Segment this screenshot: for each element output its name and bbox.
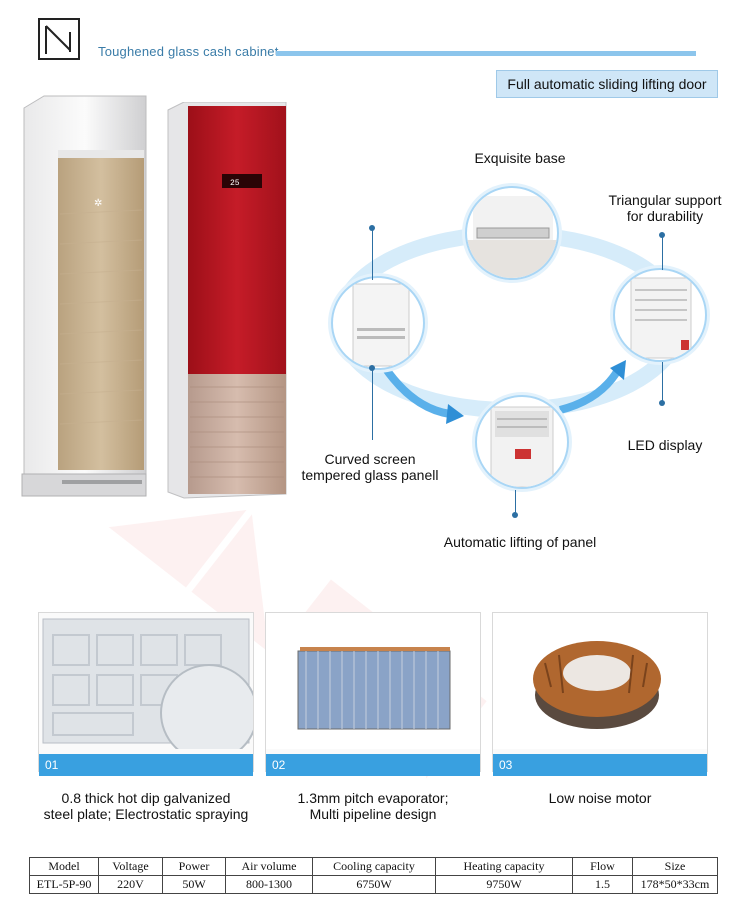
pointer-line [662,362,663,402]
feature-text-line: 1.3mm pitch evaporator; [297,790,449,806]
feature-number: 03 [499,758,513,772]
label-triangular-support: Triangular support for durability [590,192,740,224]
page-title: Toughened glass cash cabinet [98,44,279,59]
feature-bar-marker [132,767,158,771]
svg-text:✲: ✲ [94,198,102,209]
table-cell: 9750W [435,875,573,894]
label-line: Curved screen [324,451,416,467]
label-line: for durability [626,208,704,224]
table-cell: 50W [162,875,226,894]
label-line: Triangular support [608,192,722,208]
feature-image-motor: 03 [492,612,708,776]
label-automatic-lifting: Automatic lifting of panel [443,534,597,550]
pointer-line [515,490,516,514]
feature-text-line: Multi pipeline design [309,806,437,822]
feature-number: 02 [272,758,286,772]
gold-cabinet-image: ✲ [21,95,147,497]
label-led-display: LED display [627,437,703,453]
table-header-cell: Heating capacity [435,857,573,876]
feature-text-evaporator: 1.3mm pitch evaporator; Multi pipeline d… [265,790,481,822]
table-cell: ETL-5P-90 [29,875,99,894]
feature-number: 01 [45,758,59,772]
table-cell: 6750W [312,875,436,894]
table-header-cell: Cooling capacity [312,857,436,876]
table-row: ETL-5P-90 220V 50W 800-1300 6750W 9750W … [29,875,718,894]
brand-logo [38,18,80,60]
feature-bar: 02 [266,754,480,776]
feature-text-steel-plate: 0.8 thick hot dip galvanized steel plate… [22,790,270,822]
triangular-support-image [613,268,707,362]
red-cabinet-image: 25 [167,102,287,499]
pointer-dot [512,512,518,518]
feature-text-motor: Low noise motor [492,790,708,806]
feature-text-line: 0.8 thick hot dip galvanized [61,790,231,806]
pointer-dot [659,400,665,406]
lifting-panel-image [475,395,569,489]
feature-tag: Full automatic sliding lifting door [496,70,718,98]
label-line: tempered glass panell [301,467,439,483]
feature-bar-marker [358,767,384,771]
table-cell: 220V [98,875,163,894]
feature-image-steel-plate: 01 [38,612,258,776]
table-cell: 1.5 [572,875,633,894]
feature-bar-marker [588,767,614,771]
spec-table: Model Voltage Power Air volume Cooling c… [29,857,718,894]
base-detail-image [465,186,559,280]
table-cell: 800-1300 [225,875,313,894]
label-curved-screen: Curved screen tempered glass panell [290,451,450,483]
header-divider [276,51,696,56]
table-header-cell: Model [29,857,99,876]
feature-text-line: Low noise motor [548,790,652,806]
table-header-cell: Size [632,857,718,876]
curved-screen-image [331,276,425,370]
feature-image-evaporator: 02 [265,612,481,776]
table-header-cell: Flow [572,857,633,876]
table-header-cell: Air volume [225,857,313,876]
pointer-line [372,368,373,440]
feature-bar: 03 [493,754,707,776]
pointer-line [372,228,373,280]
svg-text:25: 25 [230,179,240,188]
feature-text-line: steel plate; Electrostatic spraying [43,806,249,822]
feature-bar: 01 [39,754,253,776]
logo-mark-icon [45,25,71,54]
label-exquisite-base: Exquisite base [474,150,566,166]
table-header-cell: Power [162,857,226,876]
table-header-row: Model Voltage Power Air volume Cooling c… [29,857,718,876]
table-header-cell: Voltage [98,857,163,876]
table-cell: 178*50*33cm [632,875,718,894]
pointer-line [662,235,663,270]
